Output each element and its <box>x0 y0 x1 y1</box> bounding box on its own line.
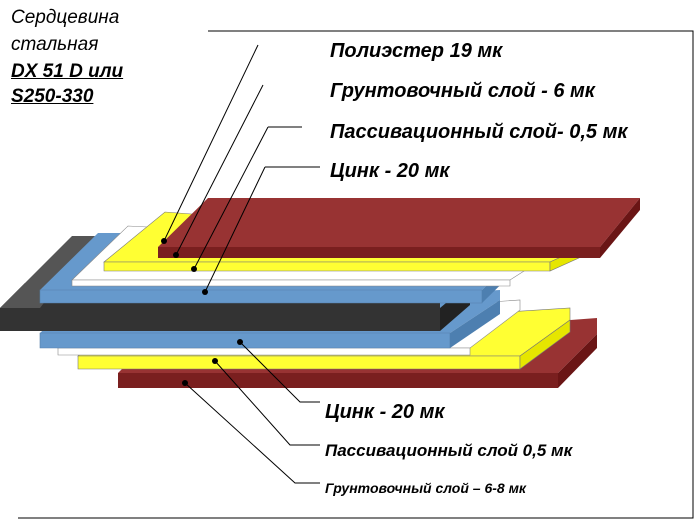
leader-dots <box>161 238 243 386</box>
core-label-line2: стальная <box>11 34 99 55</box>
label-top-primer: Грунтовочный слой - 6 мк <box>330 80 595 102</box>
label-bottom-zinc: Цинк - 20 мк <box>325 401 445 423</box>
label-top-polyester: Полиэстер 19 мк <box>330 40 503 62</box>
label-bottom-passivation: Пассивационный слой 0,5 мк <box>325 441 573 460</box>
label-top-passivation: Пассивационный слой- 0,5 мк <box>330 121 628 143</box>
core-label-line1: Сердцевина <box>11 7 120 28</box>
core-label-strength: S250-330 <box>11 86 94 107</box>
core-label-grade: DX 51 D или <box>11 61 124 82</box>
frame-line <box>18 30 694 519</box>
label-bottom-primer: Грунтовочный слой – 6-8 мк <box>325 480 527 496</box>
leader-lines <box>163 44 320 484</box>
label-top-zinc: Цинк - 20 мк <box>330 160 450 182</box>
leader-core <box>163 44 259 242</box>
top-polyester-layer <box>158 198 640 258</box>
